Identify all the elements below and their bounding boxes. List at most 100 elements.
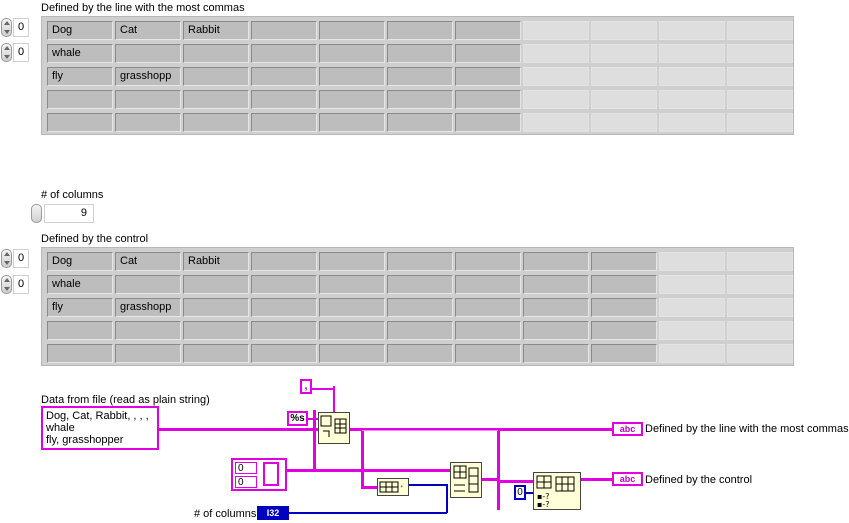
table-cell[interactable] — [455, 344, 521, 363]
table-cell[interactable] — [727, 67, 793, 86]
table-cell[interactable] — [659, 67, 725, 86]
table-cell[interactable] — [387, 298, 453, 317]
table-cell[interactable] — [319, 321, 385, 340]
table-cell[interactable] — [659, 275, 725, 294]
table-cell[interactable] — [387, 252, 453, 271]
table-cell[interactable] — [727, 321, 793, 340]
table-cell[interactable] — [455, 298, 521, 317]
table-cell[interactable] — [251, 321, 317, 340]
table-cell[interactable] — [387, 67, 453, 86]
table-cell[interactable] — [319, 275, 385, 294]
table-cell[interactable] — [727, 44, 793, 63]
delimiter-constant[interactable]: , — [300, 379, 312, 394]
table1-row-index[interactable]: 0 — [1, 18, 29, 37]
table-cell[interactable] — [251, 298, 317, 317]
table-cell[interactable]: Dog — [47, 21, 113, 40]
columns-value[interactable]: 9 — [44, 204, 94, 223]
table-cell[interactable] — [115, 321, 181, 340]
table-cell[interactable] — [251, 21, 317, 40]
table-cell[interactable] — [523, 67, 589, 86]
table-cell[interactable] — [47, 113, 113, 132]
table-cell[interactable] — [523, 321, 589, 340]
table-cell[interactable] — [523, 252, 589, 271]
spreadsheet-to-array-node[interactable] — [318, 412, 350, 444]
table-cell[interactable]: grasshopp — [115, 298, 181, 317]
table-cell[interactable] — [591, 67, 657, 86]
table-cell[interactable] — [115, 90, 181, 109]
table-cell[interactable] — [659, 90, 725, 109]
table-cell[interactable] — [523, 44, 589, 63]
table-cell[interactable] — [727, 21, 793, 40]
table-cell[interactable] — [455, 252, 521, 271]
table-cell[interactable] — [251, 344, 317, 363]
table-cell[interactable] — [251, 44, 317, 63]
table-cell[interactable] — [455, 275, 521, 294]
table-cell[interactable] — [319, 44, 385, 63]
columns-spinner-icon[interactable] — [31, 204, 42, 223]
table-cell[interactable] — [47, 90, 113, 109]
table-cell[interactable] — [659, 21, 725, 40]
table-cell[interactable] — [659, 298, 725, 317]
table-cell[interactable] — [659, 252, 725, 271]
table-cell[interactable] — [387, 44, 453, 63]
table-cell[interactable] — [523, 344, 589, 363]
table-cell[interactable] — [183, 44, 249, 63]
table-cell[interactable] — [387, 321, 453, 340]
table-cell[interactable]: Dog — [47, 252, 113, 271]
table-cell[interactable] — [387, 275, 453, 294]
zero-constant[interactable]: 0 — [514, 485, 526, 500]
table-cell[interactable] — [387, 344, 453, 363]
table-cell[interactable] — [591, 252, 657, 271]
table-cell[interactable] — [523, 21, 589, 40]
table-cell[interactable]: Rabbit — [183, 252, 249, 271]
row-index-spinner-icon[interactable] — [1, 249, 12, 268]
table-cell[interactable] — [183, 113, 249, 132]
file-data-string[interactable]: Dog, Cat, Rabbit, , , , whale fly, grass… — [41, 406, 159, 450]
table-cell[interactable] — [591, 275, 657, 294]
table-cell[interactable] — [319, 344, 385, 363]
table-cell[interactable]: whale — [47, 275, 113, 294]
table-cell[interactable] — [591, 321, 657, 340]
table-cell[interactable]: fly — [47, 67, 113, 86]
table-cell[interactable] — [251, 275, 317, 294]
table-cell[interactable] — [659, 113, 725, 132]
table-cell[interactable]: whale — [47, 44, 113, 63]
col-index-spinner-icon[interactable] — [1, 43, 12, 62]
table-cell[interactable] — [47, 344, 113, 363]
table-cell[interactable] — [523, 275, 589, 294]
table-cell[interactable] — [319, 67, 385, 86]
table-cell[interactable] — [387, 90, 453, 109]
table-cell[interactable] — [727, 298, 793, 317]
table-cell[interactable] — [727, 275, 793, 294]
table-cell[interactable] — [183, 67, 249, 86]
table-cell[interactable] — [387, 21, 453, 40]
table-cell[interactable] — [591, 90, 657, 109]
table-cell[interactable] — [319, 21, 385, 40]
table2-row-index[interactable]: 0 — [1, 249, 29, 268]
table-cell[interactable] — [455, 321, 521, 340]
table-cell[interactable] — [591, 113, 657, 132]
table-cell[interactable]: fly — [47, 298, 113, 317]
table-cell[interactable] — [183, 344, 249, 363]
output2-terminal[interactable]: abc — [612, 472, 643, 486]
array-constant[interactable]: 0 0 — [231, 458, 287, 491]
table-cell[interactable] — [591, 344, 657, 363]
table-cell[interactable] — [727, 344, 793, 363]
table-cell[interactable] — [591, 21, 657, 40]
table-cell[interactable] — [387, 113, 453, 132]
table-cell[interactable] — [523, 113, 589, 132]
table-cell[interactable] — [183, 321, 249, 340]
array-subset-node[interactable]: ⁺ — [377, 478, 409, 496]
table-cell[interactable]: Cat — [115, 252, 181, 271]
table-cell[interactable] — [251, 252, 317, 271]
table-cell[interactable] — [455, 90, 521, 109]
table-cell[interactable] — [455, 21, 521, 40]
table-cell[interactable] — [115, 275, 181, 294]
table-cell[interactable] — [115, 113, 181, 132]
table-cell[interactable] — [591, 298, 657, 317]
table-cell[interactable] — [659, 44, 725, 63]
table-cell[interactable] — [183, 90, 249, 109]
table-cell[interactable] — [183, 298, 249, 317]
